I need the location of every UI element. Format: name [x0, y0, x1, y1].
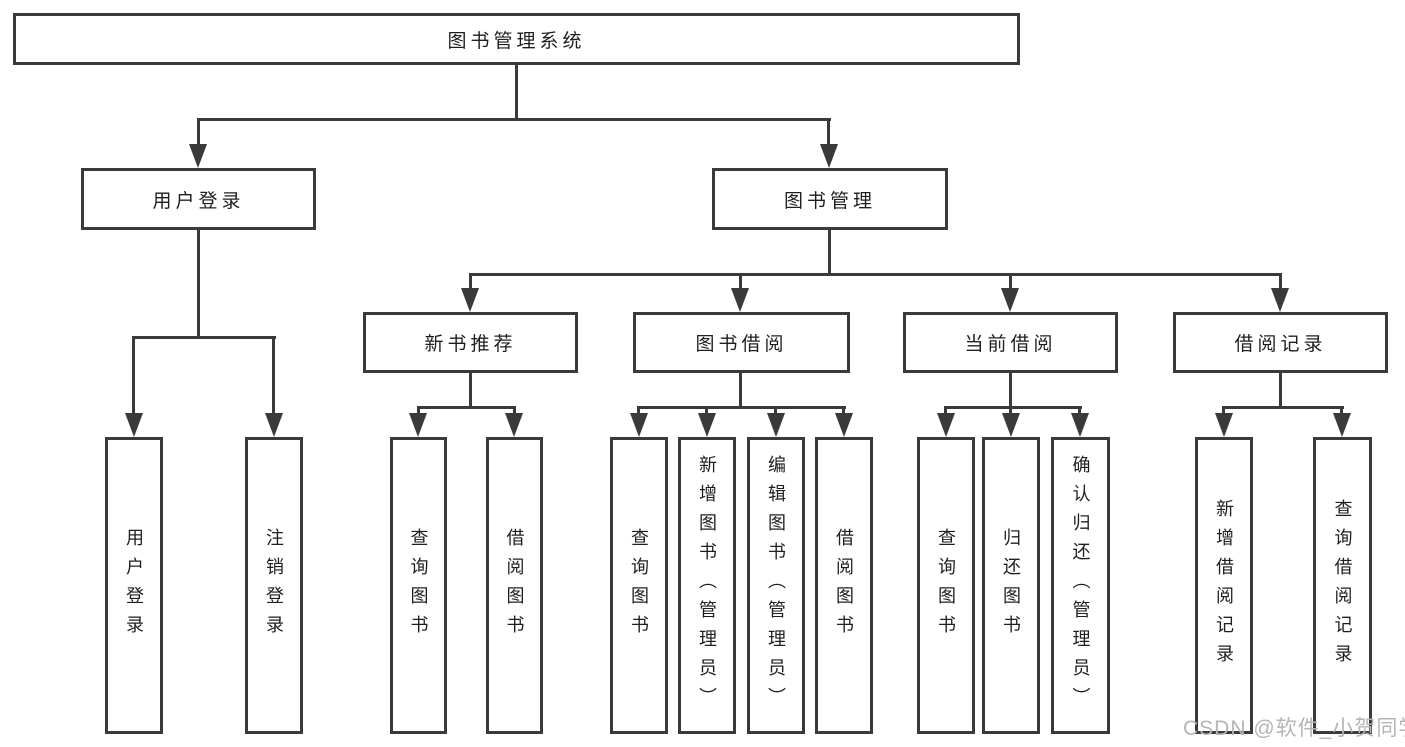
watermark: CSDN @软件_小贺同学: [1183, 717, 1405, 740]
node-label: 确认归还（管理员）: [1070, 455, 1091, 716]
leaf-edit-book-admin: 编辑图书（管理员）: [747, 437, 805, 734]
node-book-borrow: 图书借阅: [633, 312, 850, 373]
node-label: 新书推荐: [424, 334, 517, 355]
leaf-query-books-recommend: 查询图书: [390, 437, 447, 734]
arrow-down-icon: [630, 413, 648, 437]
connector-line: [739, 276, 742, 292]
node-label: 用户登录: [152, 190, 245, 212]
leaf-query-borrow-record: 查询借阅记录: [1313, 437, 1372, 734]
leaf-add-borrow-record: 新增借阅记录: [1195, 437, 1253, 734]
leaf-query-books-current: 查询图书: [917, 437, 975, 734]
arrow-down-icon: [1002, 413, 1020, 437]
leaf-borrow-books: 借阅图书: [815, 437, 873, 734]
connector-line: [132, 336, 276, 339]
node-current-borrow: 当前借阅: [903, 312, 1118, 373]
connector-line: [469, 273, 1282, 276]
leaf-query-books-borrow: 查询图书: [610, 437, 668, 734]
arrow-down-icon: [767, 413, 785, 437]
arrow-down-icon: [265, 413, 283, 437]
node-borrow-records: 借阅记录: [1173, 312, 1388, 373]
connector-line: [827, 121, 830, 148]
node-label: 图书管理: [783, 190, 876, 212]
connector-line: [1009, 373, 1012, 409]
node-library-system: 图书管理系统: [13, 13, 1020, 65]
connector-line: [828, 230, 831, 276]
arrow-down-icon: [1071, 413, 1089, 437]
arrow-down-icon: [937, 413, 955, 437]
arrow-down-icon: [461, 288, 479, 312]
arrow-down-icon: [1001, 288, 1019, 312]
node-label: 借阅记录: [1234, 334, 1327, 355]
connector-line: [197, 118, 831, 121]
connector-line: [1279, 276, 1282, 292]
leaf-confirm-return-admin: 确认归还（管理员）: [1051, 437, 1110, 734]
node-label: 编辑图书（管理员）: [766, 455, 786, 716]
arrow-down-icon: [1333, 413, 1351, 437]
leaf-logout: 注销登录: [245, 437, 303, 734]
node-label: 查询图书: [408, 527, 429, 644]
arrow-down-icon: [409, 413, 427, 437]
node-label: 借阅图书: [834, 527, 854, 644]
connector-line: [272, 339, 275, 417]
connector-line: [637, 406, 846, 409]
arrow-down-icon: [505, 413, 523, 437]
leaf-return-book: 归还图书: [982, 437, 1040, 734]
arrow-down-icon: [1271, 288, 1289, 312]
node-label: 新增图书（管理员）: [697, 455, 717, 716]
connector-line: [417, 406, 516, 409]
node-label: 当前借阅: [964, 334, 1057, 355]
node-label: 查询图书: [629, 527, 649, 644]
node-label: 新增借阅记录: [1214, 498, 1234, 673]
arrow-down-icon: [835, 413, 853, 437]
connector-line: [1222, 406, 1344, 409]
node-label: 图书借阅: [695, 334, 788, 355]
node-book-management: 图书管理: [712, 168, 948, 230]
node-user-login: 用户登录: [81, 168, 316, 230]
connector-line: [469, 373, 472, 409]
node-label: 注销登录: [264, 527, 284, 644]
leaf-borrow-books-recommend: 借阅图书: [486, 437, 543, 734]
connector-line: [515, 65, 518, 121]
connector-line: [469, 276, 472, 292]
node-label: 查询借阅记录: [1332, 498, 1353, 673]
node-label: 归还图书: [1001, 527, 1021, 644]
arrow-down-icon: [125, 413, 143, 437]
connector-line: [944, 406, 1082, 409]
arrow-down-icon: [189, 144, 207, 168]
connector-line: [197, 121, 200, 148]
connector-line: [197, 230, 200, 339]
leaf-add-book-admin: 新增图书（管理员）: [678, 437, 736, 734]
node-label: 借阅图书: [504, 527, 525, 644]
node-label: 查询图书: [936, 527, 956, 644]
arrow-down-icon: [820, 144, 838, 168]
arrow-down-icon: [698, 413, 716, 437]
arrow-down-icon: [731, 288, 749, 312]
connector-line: [1279, 373, 1282, 409]
arrow-down-icon: [1215, 413, 1233, 437]
node-new-book-recommend: 新书推荐: [363, 312, 578, 373]
node-label: 图书管理系统: [447, 30, 586, 52]
node-label: 用户登录: [124, 527, 144, 644]
leaf-user-login: 用户登录: [105, 437, 163, 734]
connector-line: [739, 373, 742, 409]
connector-line: [1009, 276, 1012, 292]
connector-line: [132, 339, 135, 417]
